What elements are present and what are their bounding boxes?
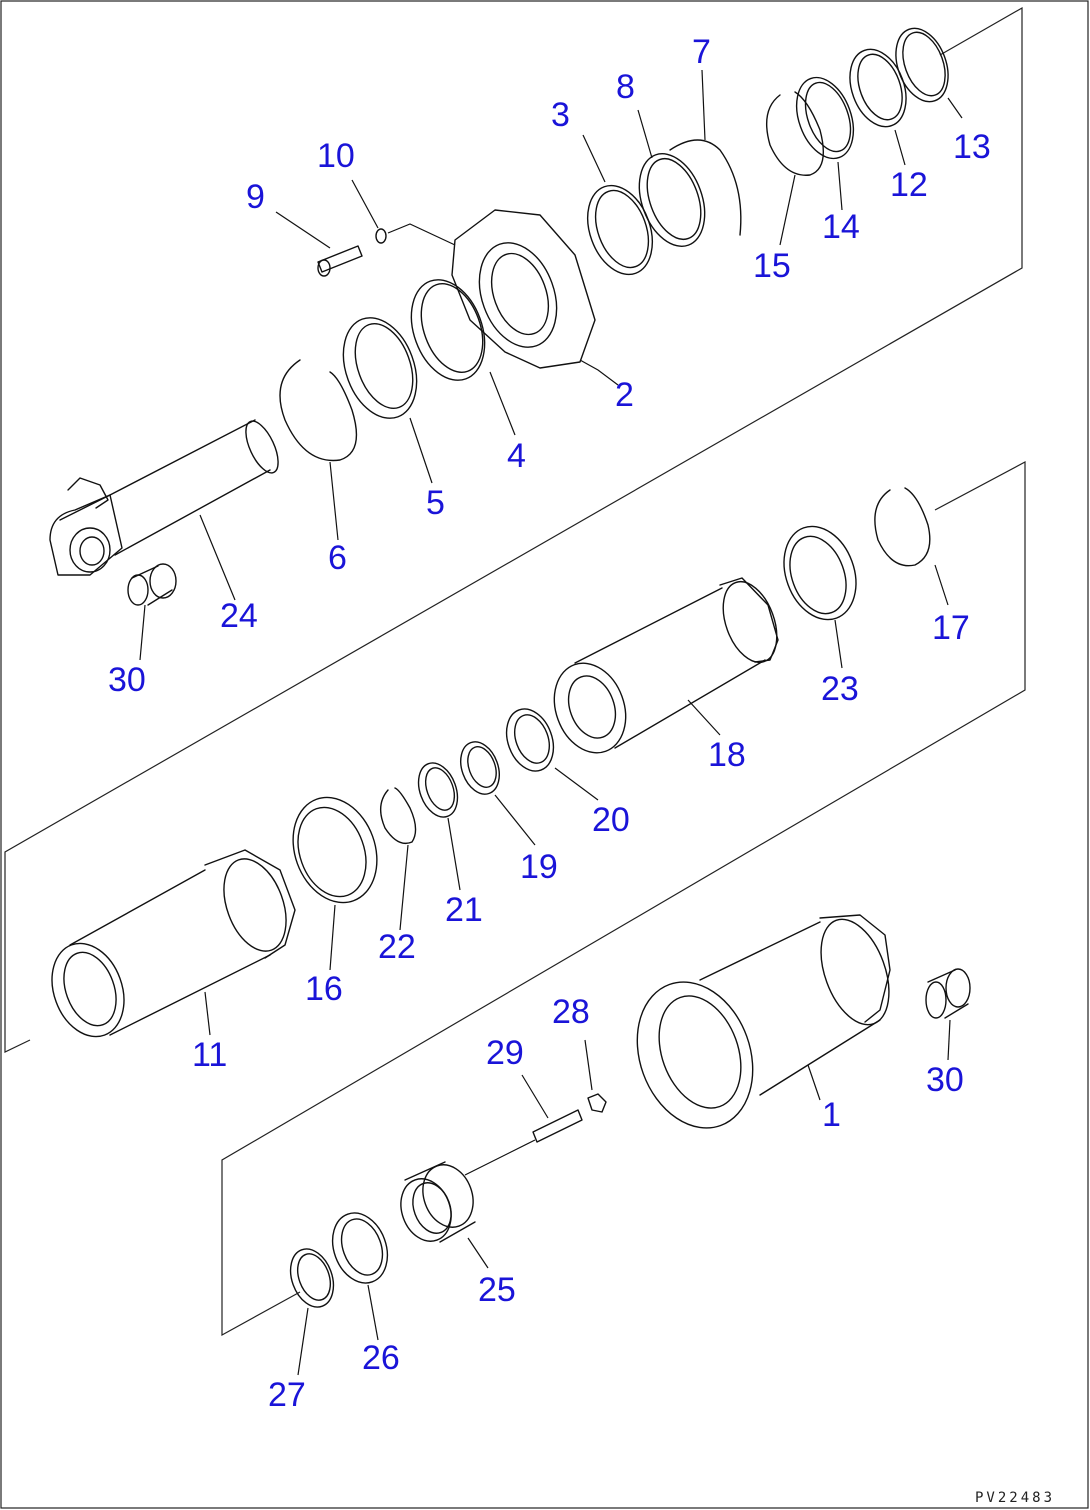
callout-20: 20 xyxy=(592,801,630,839)
part-24-piston-rod xyxy=(49,419,279,576)
part-1-cylinder-body xyxy=(636,914,891,1129)
part-14-ring xyxy=(795,76,855,160)
callout-17: 17 xyxy=(932,609,970,647)
callout-23: 23 xyxy=(821,670,859,708)
callout-14: 14 xyxy=(822,208,860,246)
part-21-ring xyxy=(417,762,459,818)
part-4-ring xyxy=(410,279,486,381)
callout-24: 24 xyxy=(220,597,258,635)
leader-lines xyxy=(139,69,963,1376)
part-20-ring xyxy=(505,708,555,772)
callout-4: 4 xyxy=(507,437,526,475)
callout-21: 21 xyxy=(445,891,483,929)
callout-18: 18 xyxy=(708,736,746,774)
callout-1: 1 xyxy=(822,1096,841,1134)
part-10-washer xyxy=(375,228,387,244)
part-9-bolt xyxy=(317,245,363,277)
part-15-ring xyxy=(766,91,824,176)
part-30-bushing-lower xyxy=(925,968,971,1019)
callout-27: 27 xyxy=(268,1376,306,1414)
part-2-cylinder-head xyxy=(451,209,596,369)
part-16-ring xyxy=(292,796,378,904)
callout-9: 9 xyxy=(246,178,265,216)
part-22-snap-ring xyxy=(380,787,417,845)
part-30-bushing-upper xyxy=(127,563,177,606)
callout-11: 11 xyxy=(192,1036,227,1074)
part-28-nut xyxy=(587,1093,607,1113)
part-11-tube xyxy=(51,849,296,1038)
callout-30-upper: 30 xyxy=(108,661,146,699)
callout-10: 10 xyxy=(317,137,355,175)
middle-group-frame xyxy=(221,461,1026,1337)
callout-19: 19 xyxy=(520,848,558,886)
part-5-ring xyxy=(342,317,418,419)
callout-13: 13 xyxy=(953,128,991,166)
callout-30-lower: 30 xyxy=(926,1061,964,1099)
drawing-code: PV22483 xyxy=(975,1490,1055,1506)
callout-25: 25 xyxy=(478,1271,516,1309)
callout-16: 16 xyxy=(305,970,343,1008)
part-23-ring xyxy=(783,525,857,621)
callout-8: 8 xyxy=(616,68,635,106)
callout-7: 7 xyxy=(692,33,711,71)
callout-12: 12 xyxy=(890,166,928,204)
callout-15: 15 xyxy=(753,247,791,285)
part-13-ring xyxy=(895,27,949,103)
callout-labels: 1 2 3 4 5 6 7 8 9 10 11 12 13 14 15 16 1… xyxy=(108,33,991,1414)
callout-22: 22 xyxy=(378,928,416,966)
part-7-ring xyxy=(669,139,742,236)
upper-group-frame xyxy=(4,6,1023,1053)
part-19-ring xyxy=(460,741,500,795)
part-26-ring xyxy=(331,1212,389,1284)
part-12-ring xyxy=(849,48,907,128)
part-17-snap-ring xyxy=(874,487,931,567)
part-18-inner-tube xyxy=(553,577,779,754)
callout-29: 29 xyxy=(486,1034,524,1072)
callout-26: 26 xyxy=(362,1339,400,1377)
part-3-ring xyxy=(587,184,653,276)
leader-29-axis xyxy=(464,1139,536,1176)
part-25-piston xyxy=(400,1161,476,1243)
callout-6: 6 xyxy=(328,539,347,577)
callout-2: 2 xyxy=(615,376,634,414)
leader-9-10-axis xyxy=(387,223,456,246)
part-29-screw xyxy=(532,1109,583,1143)
part-8-ring xyxy=(638,153,706,247)
callout-5: 5 xyxy=(426,484,445,522)
callout-28: 28 xyxy=(552,993,590,1031)
callout-3: 3 xyxy=(551,96,570,134)
part-27-ring xyxy=(289,1248,335,1308)
part-6-snap-ring xyxy=(279,359,358,462)
